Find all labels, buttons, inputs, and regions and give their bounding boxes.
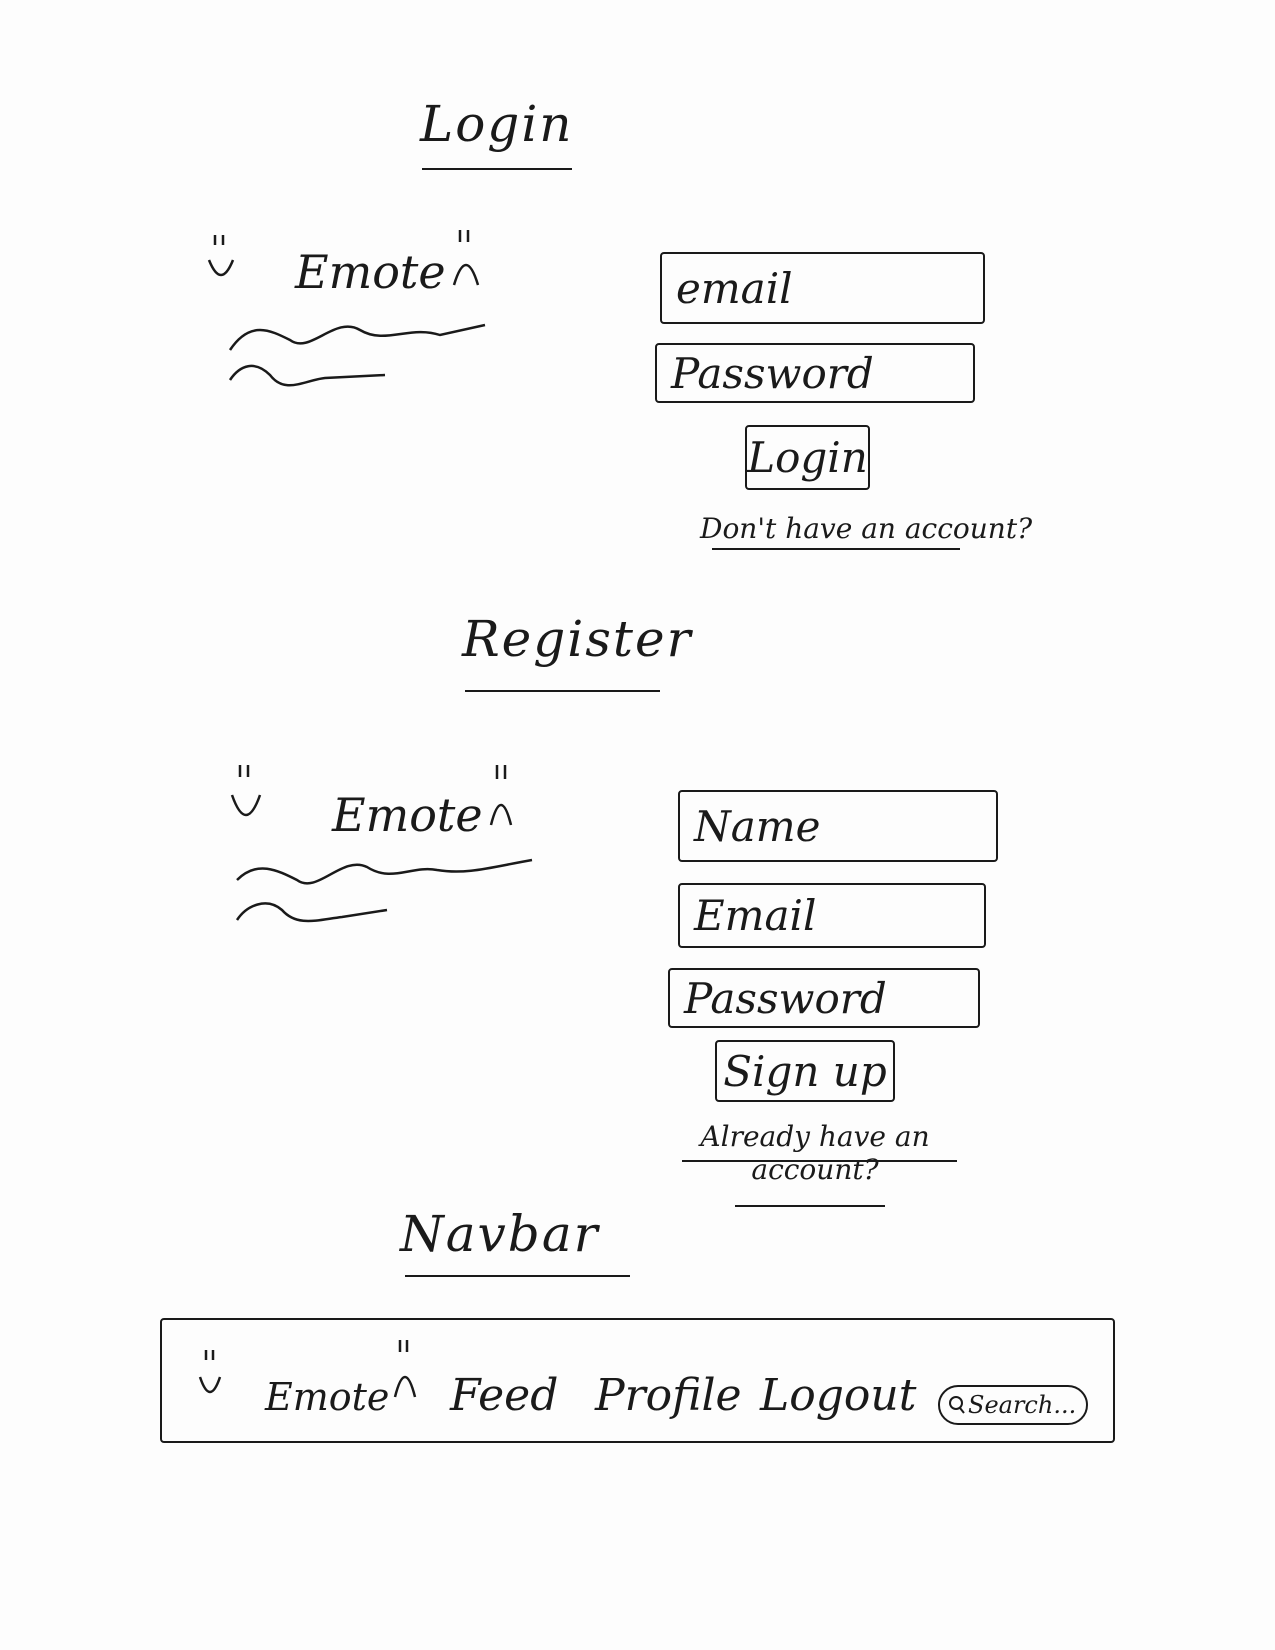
search-input[interactable]: Search... [938, 1385, 1088, 1425]
frown-face-icon [393, 1340, 417, 1398]
login-heading: Login [420, 95, 574, 153]
nav-logout[interactable]: Logout [760, 1370, 917, 1421]
register-brand: Emote [332, 788, 483, 842]
frown-face-icon [489, 765, 513, 826]
login-link-line1: Already have an [700, 1120, 930, 1153]
register-heading: Register [462, 610, 693, 668]
login-password-placeholder: Password [671, 348, 874, 398]
login-link-underline-1 [682, 1160, 957, 1162]
register-name-field[interactable]: Name [678, 790, 998, 862]
login-link[interactable]: Already have an account? [665, 1120, 965, 1186]
tagline-scribble [228, 323, 486, 387]
login-brand: Emote [295, 245, 446, 299]
login-button[interactable]: Login [745, 425, 870, 490]
register-link-underline [712, 548, 960, 550]
login-email-field[interactable]: email [660, 252, 985, 324]
sign-up-button-label: Sign up [723, 1046, 887, 1096]
register-password-field[interactable]: Password [668, 968, 980, 1028]
login-link-line2: account? [751, 1153, 879, 1186]
register-email-field[interactable]: Email [678, 883, 986, 948]
navbar-heading: Navbar [400, 1205, 600, 1263]
register-name-placeholder: Name [694, 801, 821, 851]
register-link[interactable]: Don't have an account? [700, 512, 1033, 545]
nav-feed[interactable]: Feed [450, 1370, 559, 1421]
navbar-brand[interactable]: Emote [265, 1375, 390, 1419]
smiley-face-icon [230, 765, 262, 817]
tagline-scribble [235, 858, 533, 923]
navbar [160, 1318, 1115, 1443]
login-email-placeholder: email [676, 263, 793, 313]
smiley-face-icon [207, 235, 235, 277]
smiley-face-icon [198, 1350, 222, 1394]
nav-profile[interactable]: Profile [595, 1370, 742, 1421]
sign-up-button[interactable]: Sign up [715, 1040, 895, 1102]
navbar-heading-underline [405, 1275, 630, 1277]
login-password-field[interactable]: Password [655, 343, 975, 403]
login-heading-underline [422, 168, 572, 170]
search-icon [949, 1396, 965, 1414]
search-placeholder: Search... [968, 1391, 1077, 1419]
register-password-placeholder: Password [684, 973, 887, 1023]
login-button-label: Login [747, 433, 868, 482]
login-link-underline-2 [735, 1205, 885, 1207]
frown-face-icon [452, 230, 480, 286]
register-heading-underline [465, 690, 660, 692]
register-email-placeholder: Email [694, 891, 817, 940]
